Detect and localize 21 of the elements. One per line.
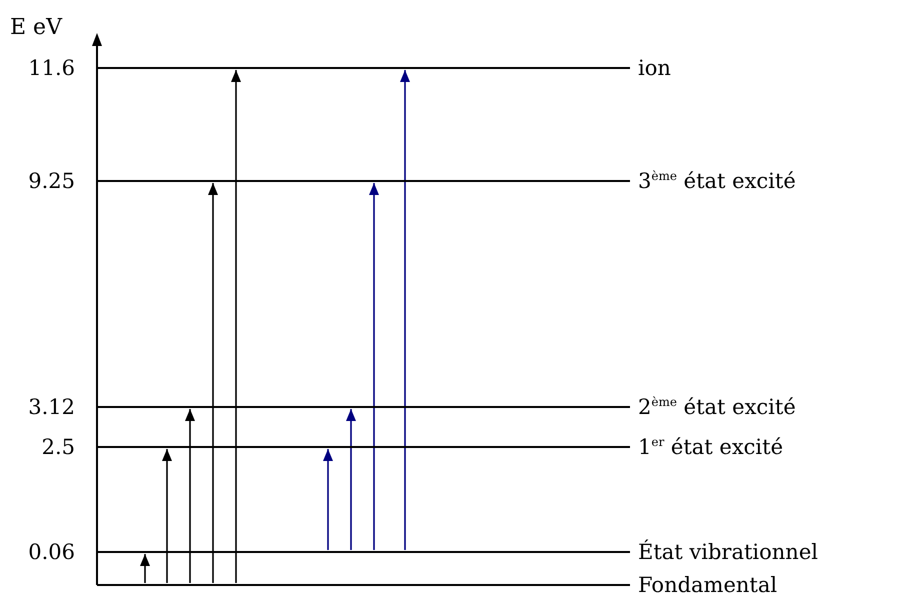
- transition-arrow: [140, 554, 150, 583]
- level-label: État vibrationnel: [638, 538, 818, 566]
- level-label: 3$^{ème}$ état excité: [638, 168, 796, 195]
- energy-value: 2.5: [42, 434, 75, 461]
- energy-value: 0.06: [28, 539, 75, 566]
- energy-value: 11.6: [28, 55, 75, 82]
- transition-arrow: [208, 183, 218, 583]
- transition-arrow: [346, 409, 356, 550]
- level-label: ion: [638, 55, 671, 82]
- level-label: 1$^{er}$ état excité: [638, 434, 784, 461]
- transition-arrow: [162, 449, 172, 583]
- transition-arrow: [323, 449, 333, 550]
- energy-value: 3.12: [28, 394, 75, 421]
- level-label: 2$^{ème}$ état excité: [638, 394, 796, 421]
- energy-value: 9.25: [28, 168, 75, 195]
- transition-arrow: [231, 70, 241, 583]
- transition-arrow: [185, 409, 195, 583]
- transition-arrow: [400, 70, 410, 550]
- level-label: Fondamental: [638, 572, 778, 599]
- axis-label: E eV: [10, 14, 62, 42]
- transition-arrow: [369, 183, 379, 550]
